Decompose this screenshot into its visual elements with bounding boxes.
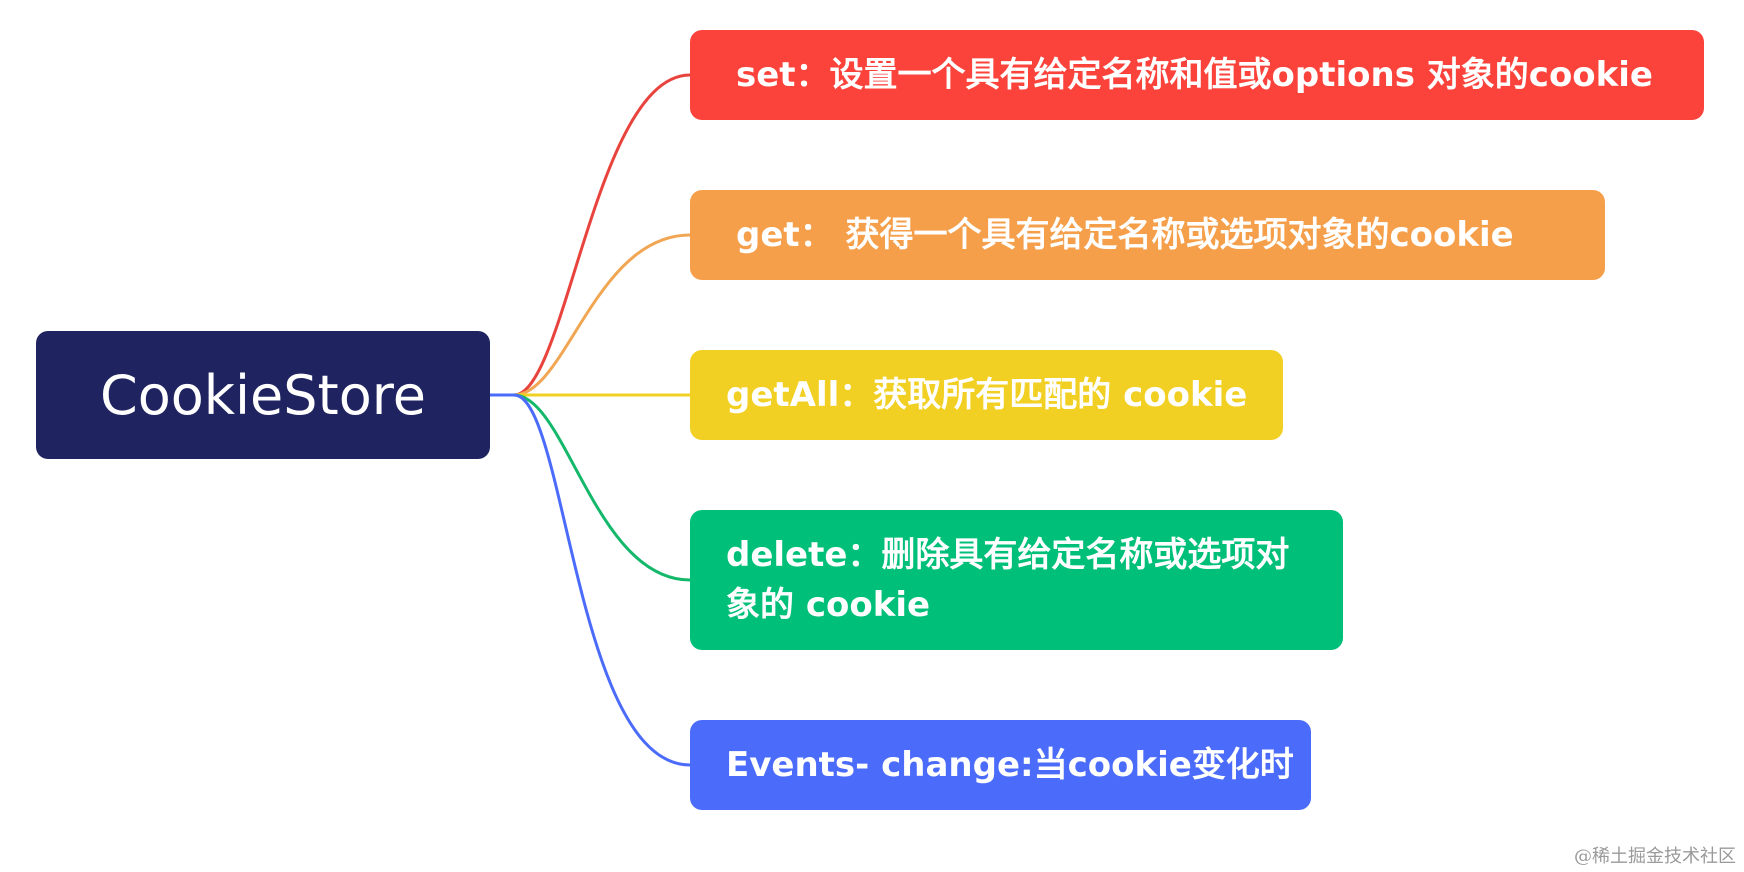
branch-node-events: Events- change:当cookie变化时 (690, 720, 1311, 810)
connector-get (490, 233, 691, 397)
root-node-label: CookieStore (99, 363, 426, 427)
watermark: @稀土掘金技术社区 (1574, 846, 1736, 867)
connector-set (490, 73, 691, 397)
branch-node-getall: getAll：获取所有匹配的 cookie (690, 350, 1283, 440)
branch-label-delete: delete：删除具有给定名称或选项对象的 cookie (726, 534, 1290, 625)
branch-node-get: get： 获得一个具有给定名称或选项对象的cookie (690, 190, 1605, 280)
connector-delete (490, 393, 691, 582)
branch-label-set: set：设置一个具有给定名称和值或options 对象的cookie (736, 54, 1653, 95)
branch-node-set: set：设置一个具有给定名称和值或options 对象的cookie (690, 30, 1704, 120)
branch-label-get: get： 获得一个具有给定名称或选项对象的cookie (736, 214, 1514, 255)
connector-events (490, 393, 691, 767)
branch-label-events: Events- change:当cookie变化时 (726, 744, 1294, 785)
root-node-cookiestore: CookieStore (36, 331, 490, 459)
branch-label-getall: getAll：获取所有匹配的 cookie (726, 374, 1248, 415)
branch-node-delete: delete：删除具有给定名称或选项对象的 cookie (690, 510, 1343, 650)
